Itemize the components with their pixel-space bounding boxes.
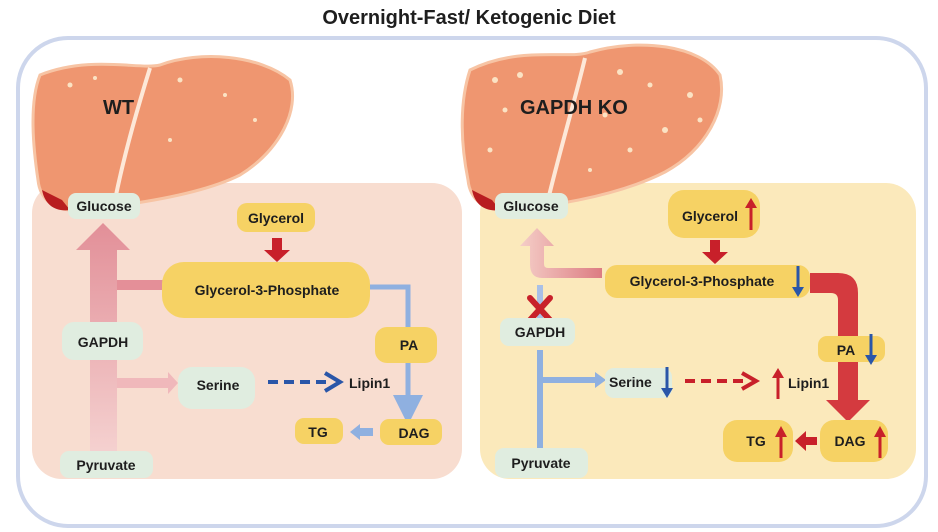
dag-box (380, 419, 442, 445)
serine-box (178, 367, 255, 409)
up-arrow-icon (874, 426, 886, 458)
serine-label: Serine (197, 377, 240, 393)
dag-label: DAG (398, 425, 429, 441)
diagram-title: Overnight-Fast/ Ketogenic Diet (322, 7, 616, 29)
ko-panel: GAPDH KO Glucose Glycerol Glycerol-3-Pho… (460, 43, 916, 479)
gapdh-label: GAPDH (78, 334, 129, 350)
glycerol-label: Glycerol (682, 208, 738, 224)
dag-label: DAG (834, 433, 865, 449)
up-arrow-icon (775, 426, 787, 458)
tg-label: TG (308, 424, 328, 440)
down-arrow-icon (661, 367, 673, 398)
up-arrow-icon (772, 368, 784, 399)
down-arrow-icon (865, 334, 877, 365)
tg-box (295, 418, 343, 444)
glucose-label: Glucose (76, 198, 131, 214)
g3p-label: Glycerol-3-Phosphate (630, 273, 775, 289)
glycerol-box (668, 190, 760, 238)
lipin1-label: Lipin1 (788, 375, 829, 391)
gapdh-box (500, 318, 575, 346)
g3p-to-glucose-connector (117, 280, 165, 290)
pa-label: PA (837, 342, 855, 358)
g3p-box (605, 265, 810, 298)
serine-label: Serine (609, 374, 652, 390)
pa-box (375, 327, 437, 363)
dashed-arrowhead (323, 371, 344, 393)
serine-branch-arrowhead (595, 372, 606, 388)
wt-panel-bg (32, 183, 462, 479)
liver-icon (31, 55, 295, 212)
tg-label: TG (746, 433, 766, 449)
dag-box (820, 420, 888, 462)
pyruvate-label: Pyruvate (511, 455, 570, 471)
wt-panel: WT Glucose Glycerol Glycerol-3-Phosphate… (31, 55, 462, 479)
pyruvate-box (60, 451, 153, 478)
down-arrow-icon (792, 266, 804, 297)
dag-to-tg-arrow (795, 431, 817, 451)
serine-branch-arrow (117, 372, 178, 394)
g3p-to-glucose-arrow (520, 228, 602, 278)
glycerol-to-g3p-arrow (264, 238, 290, 262)
pyruvate-box (495, 448, 588, 478)
glycerol-box (237, 203, 315, 232)
blocked-x-icon (527, 295, 553, 323)
ko-label: GAPDH KO (520, 97, 628, 119)
g3p-to-dag-line (370, 284, 423, 425)
glucose-label: Glucose (503, 198, 558, 214)
glucose-box (495, 193, 568, 219)
lipin1-label: Lipin1 (349, 375, 390, 391)
ko-panel-bg (480, 183, 916, 479)
gapdh-label: GAPDH (515, 324, 566, 340)
g3p-label: Glycerol-3-Phosphate (195, 282, 340, 298)
wt-label: WT (103, 97, 134, 119)
gapdh-box (62, 322, 143, 360)
glycerol-label: Glycerol (248, 210, 304, 226)
liver-icon (460, 43, 723, 212)
g3p-box (162, 262, 370, 318)
pyruvate-to-serine-line (537, 350, 595, 448)
pyruvate-label: Pyruvate (76, 457, 135, 473)
serine-box (605, 368, 672, 398)
glycerol-to-g3p-arrow (702, 240, 728, 264)
dashed-arrowhead (741, 371, 761, 391)
up-arrow-icon (745, 198, 757, 230)
dag-to-tg-arrow (350, 424, 373, 440)
tg-box (723, 420, 793, 462)
glucose-box (68, 193, 140, 219)
pa-label: PA (400, 337, 418, 353)
